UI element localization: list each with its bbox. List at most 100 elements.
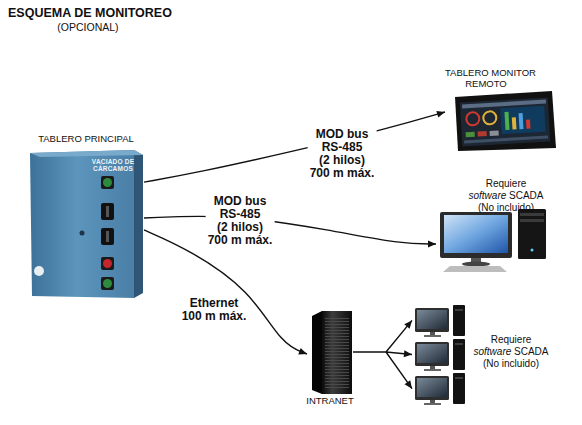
text-line: VACIADO DE — [86, 158, 140, 165]
switch-handle — [106, 231, 109, 242]
cable-connector — [144, 230, 307, 355]
server-front — [322, 311, 352, 394]
text-word: (2 — [319, 153, 333, 167]
node-title: TABLERO PRINCIPAL — [28, 134, 144, 145]
scada-computer-drawing — [440, 209, 546, 272]
drive-bay — [520, 213, 544, 216]
text-line: RS-485 — [310, 141, 375, 154]
monitor-frame — [440, 212, 512, 258]
switch-handle — [106, 206, 109, 217]
remote-monitor-panel: TABLERO MONITOR REMOTO — [445, 66, 555, 152]
text-line: REMOTO — [445, 79, 527, 90]
scada-computer: Requiere software SCADA (No incluido) — [436, 176, 550, 270]
text-word: RS-485 — [322, 140, 363, 154]
cable-connector — [353, 320, 412, 388]
pilot-light-bezel — [101, 176, 114, 189]
text-word: REMOTO — [465, 78, 507, 89]
text-word: CÁRCAMOS — [93, 165, 133, 172]
screen-button — [478, 131, 487, 137]
connection-label: Ethernet 100 m máx. — [180, 297, 249, 323]
text-line: ESQUEMA DE MONITOREO — [8, 6, 168, 20]
cable-line — [353, 320, 412, 388]
text-word: 700 — [208, 233, 231, 247]
screen-bar — [526, 120, 531, 129]
text-word: 100 — [182, 309, 205, 323]
text-word: incluido) — [502, 358, 539, 369]
text-word: TABLERO — [38, 133, 84, 144]
pilot-light-bezel — [101, 277, 114, 290]
arrow-head — [436, 111, 445, 118]
text-word: MONITOREO — [95, 6, 172, 20]
text-line: (2 hilos) — [208, 221, 273, 234]
monitor-screen — [444, 215, 508, 253]
screen-button — [490, 130, 499, 136]
brand-logo — [34, 266, 44, 276]
server-side — [312, 311, 322, 394]
scada-computer-group: Requiere software SCADA (No incluido) — [412, 298, 550, 410]
green-pilot-light — [103, 279, 112, 288]
subtitle-note: (OPCIONAL) — [8, 21, 168, 33]
node-title: Requiere software SCADA (No incluido) — [472, 334, 550, 369]
text-line: software SCADA — [462, 190, 550, 202]
screen-bar — [504, 112, 509, 130]
arrow-head — [404, 320, 412, 328]
text-line: (No incluido) — [472, 358, 550, 370]
selector-switch — [101, 228, 114, 245]
text-word: software — [468, 190, 509, 201]
text-word: INTRANET — [306, 395, 354, 406]
text-line: CÁRCAMOS — [86, 165, 140, 172]
small-computer — [415, 339, 465, 371]
drive-bay — [520, 219, 544, 222]
connection-label: MOD bus RS-485 (2 hilos) 700 m máx. — [206, 195, 275, 247]
small-computer — [415, 305, 465, 337]
diagram-title: ESQUEMA DE MONITOREO — [8, 6, 168, 20]
text-line: Requiere — [462, 178, 550, 190]
small-computer — [415, 373, 465, 405]
text-line: (OPCIONAL) — [8, 21, 168, 33]
cable-line — [144, 230, 307, 354]
text-line: (2 hilos) — [310, 154, 375, 167]
text-word: 700 — [310, 166, 333, 180]
text-word: Ethernet — [190, 296, 239, 310]
power-led — [531, 249, 534, 252]
text-line: 100 m máx. — [182, 310, 247, 323]
text-line: software SCADA — [472, 346, 550, 358]
text-word: VACIADO — [92, 158, 125, 165]
text-word: máx. — [219, 309, 246, 323]
intranet-server-drawing — [312, 311, 352, 394]
server-vents — [325, 316, 349, 388]
arrow-head — [298, 348, 307, 355]
node-text: VACIADO DE CÁRCAMOS — [86, 158, 140, 173]
text-line: 700 m máx. — [310, 167, 375, 180]
text-word: (OPCIONAL) — [57, 21, 118, 33]
text-line: Ethernet — [182, 297, 247, 310]
cabinet-side — [134, 150, 143, 298]
node-title: TABLERO MONITOR REMOTO — [445, 68, 527, 90]
text-line: TABLERO MONITOR — [445, 68, 527, 79]
text-line: MOD bus — [208, 195, 273, 208]
cable-line — [144, 112, 445, 182]
control-cabinet-drawing — [30, 150, 143, 298]
node-title: Requiere software SCADA (No incluido) — [462, 178, 550, 213]
screen-panel — [500, 106, 545, 134]
text-word: (2 — [217, 220, 231, 234]
cabinet-front — [30, 150, 134, 298]
red-pilot-light — [103, 259, 112, 268]
text-word: SCADA — [514, 346, 548, 357]
cable-line — [144, 216, 436, 244]
control-cabinet: TABLERO PRINCIPAL VACIADO DE CÁRCAMOS — [28, 134, 144, 300]
cabinet-top — [30, 150, 143, 157]
arrow-head — [404, 350, 412, 357]
scada-computer-group-drawing — [415, 305, 465, 405]
screen-bar — [519, 113, 524, 129]
door-lock — [80, 231, 85, 236]
connection-label: MOD bus RS-485 (2 hilos) 700 m máx. — [308, 128, 377, 180]
text-word: TABLERO — [445, 67, 491, 78]
text-word: MOD — [316, 127, 347, 141]
text-word: hilos) — [231, 220, 263, 234]
pc-tower — [518, 209, 546, 259]
text-word: bus — [245, 194, 266, 208]
node-title: INTRANET — [301, 396, 359, 407]
